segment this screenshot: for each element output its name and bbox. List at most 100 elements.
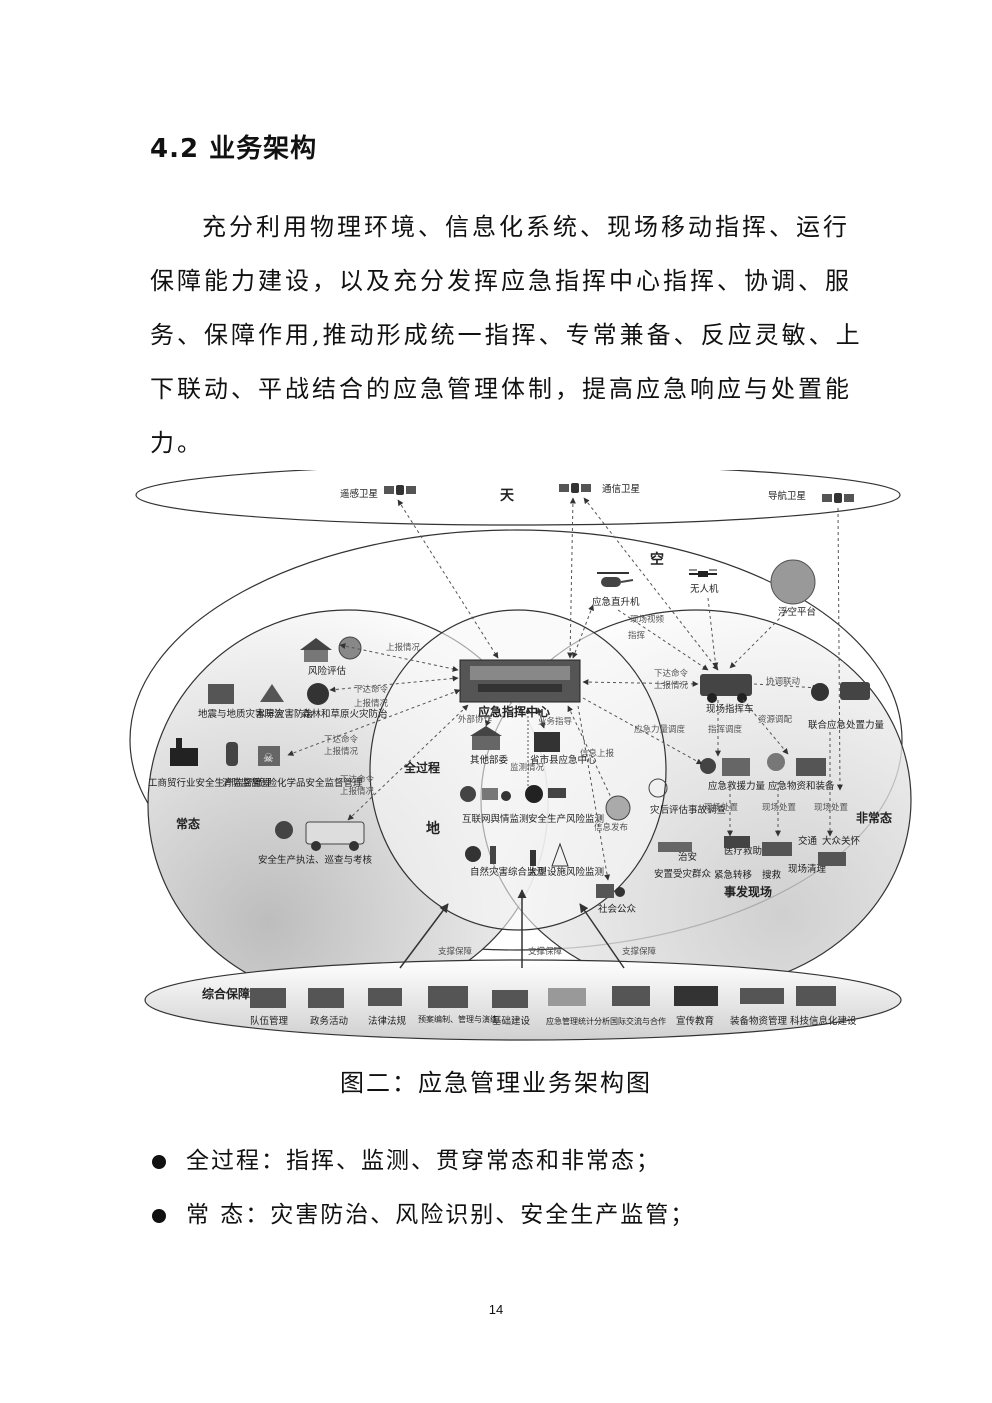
ground-item-label: 安全生产风险监测 (528, 813, 604, 825)
arrow-label: 下达命令 (324, 734, 359, 745)
normal-item-label: 风险评估 (308, 665, 347, 677)
air-item-label: 应急直升机 (592, 596, 640, 608)
bullet-item: 常 态：灾害防治、风险识别、安全生产监管； (152, 1195, 695, 1229)
post-disaster-assessment-icon (648, 778, 668, 798)
paragraph-line: 力。 (150, 429, 204, 457)
support-item-label: 装备物资管理 (730, 1015, 788, 1027)
ministry-icon (470, 726, 502, 750)
support-item-label: 宣传教育 (676, 1015, 714, 1027)
abnormal-item-label: 现场清理 (788, 863, 827, 875)
ground-item-label: 自然灾害综合监测 (470, 866, 546, 878)
air-ellipse (129, 529, 903, 951)
info-upload-icon (605, 795, 631, 821)
ground-item-label: 大型设施风险监测 (528, 866, 604, 878)
satellite-label: 通信卫星 (602, 483, 640, 495)
abnormal-item-label: 应急物资和装备 (768, 780, 835, 792)
ground-item-label: 社会公众 (598, 903, 637, 915)
abnormal-item-label: 安置受灾群众 (654, 868, 712, 880)
arrow-label: 下达命令 (654, 668, 689, 679)
arrow-label: 下达命令 (340, 774, 375, 785)
arrow-label: 监测情况 (510, 762, 545, 773)
normal-item-label: 消防监督 (222, 777, 260, 789)
hazard-chemical-icon: ☠ (258, 746, 280, 766)
abnormal-item-label: 搜救 (762, 869, 782, 881)
bullet-text: 常 态：灾害防治、风险识别、安全生产监管； (186, 1202, 696, 1228)
supplies-equipment-icon (767, 753, 826, 776)
page-number: 14 (488, 1302, 504, 1317)
flood-disaster-icon (260, 684, 284, 702)
geology-disaster-icon (208, 684, 234, 704)
zone-air-label: 空 (650, 551, 664, 568)
support-item-label: 政务活动 (310, 1015, 348, 1027)
large-facility-icon (530, 842, 569, 867)
inspection-vehicle-icon (275, 821, 365, 851)
architecture-diagram: 天 空 地 全过程 常态 非常态 综合保障 遥感卫星 通信卫星 导航卫星 应急直… (129, 470, 912, 1041)
support-arrow-label: 支撑保障 (622, 946, 657, 957)
internet-monitor-icon (460, 786, 511, 802)
normal-item-label: 危险化学品安全监督管理 (258, 777, 363, 789)
bullet-item: 全过程：指挥、监测、贯穿常态和非常态； (152, 1141, 661, 1175)
zone-abnormal-label: 非常态 (856, 810, 892, 825)
abnormal-item-label: 灾后评估事故调查 (650, 804, 727, 816)
ground-item-label: 省市县应急中心 (530, 754, 597, 766)
ground-item-label: 其他部委 (470, 754, 509, 766)
arrow-label: 信息发布 (594, 822, 628, 833)
zone-ground-label: 地 (426, 820, 440, 837)
bullet-dot-icon (152, 1155, 166, 1169)
abnormal-item-label: 现场指挥车 (706, 703, 754, 715)
paragraph-line: 充分利用物理环境、信息化系统、现场移动指挥、运行 (202, 213, 850, 241)
command-center-label: 应急指挥中心 (478, 704, 550, 719)
support-item-label: 法律法规 (368, 1015, 407, 1027)
provincial-center-icon (534, 732, 560, 752)
helicopter-icon (597, 572, 634, 587)
arrow-label: 上报情况 (354, 698, 389, 709)
incident-scene-label: 事发现场 (724, 884, 772, 899)
rescue-force-icon (700, 758, 750, 776)
arrow-label: 上报情况 (386, 642, 421, 653)
arrow-label: 协调联动 (766, 676, 801, 687)
arrow-label: 现场处置 (814, 802, 849, 813)
arrow-label: 业务指导 (538, 716, 573, 727)
zone-sky-label: 天 (500, 488, 515, 504)
normal-item-label: 安全生产执法、巡查与考核 (258, 854, 373, 866)
satellite-icon (384, 485, 416, 495)
arrow-label: 上报情况 (324, 746, 359, 757)
satellite-label: 遥感卫星 (340, 488, 378, 500)
abnormal-item-label: 应急救援力量 (708, 780, 766, 792)
figure-caption: 图二：应急管理业务架构图 (340, 1069, 652, 1097)
support-item-label: 队伍管理 (250, 1015, 289, 1027)
factory-icon (170, 738, 198, 766)
support-item-label: 预案编制、管理与演练 (418, 1014, 498, 1024)
support-item-icons (250, 986, 836, 1008)
support-item-label: 科技信息化建设 (790, 1015, 857, 1027)
support-item-label: 基础建设 (492, 1015, 531, 1027)
arrow-label: 现场处置 (762, 802, 797, 813)
support-item-label: 应急管理统计分析 (546, 1016, 610, 1026)
zone-normal-label: 常态 (176, 816, 200, 831)
safety-monitor-icon (525, 785, 566, 803)
arrow-label: 上报情况 (340, 786, 375, 797)
abnormal-item-label: 治安 (678, 851, 697, 863)
public-icon (596, 884, 625, 898)
arrow-label: 应急力量调度 (634, 724, 686, 735)
paragraph-line: 保障能力建设，以及充分发挥应急指挥中心指挥、协调、服 (150, 267, 852, 295)
zone-support-label: 综合保障 (202, 986, 250, 1001)
arrow-label: 下达命令 (354, 684, 389, 695)
satellite-label: 导航卫星 (768, 490, 806, 502)
bullet-dot-icon (152, 1209, 166, 1223)
aerostat-icon (770, 559, 816, 605)
arrow-label: 现场视频 (630, 614, 665, 625)
section-heading: 4.2 业务架构 (150, 134, 318, 164)
support-arrow-label: 支撑保障 (438, 946, 473, 957)
support-arrow-label: 支撑保障 (528, 946, 563, 957)
normal-item-label: 地震与地质灾害防治 (198, 708, 284, 720)
drone-icon (689, 569, 717, 577)
body-paragraph: 充分利用物理环境、信息化系统、现场移动指挥、运行 保障能力建设，以及充分发挥应急… (150, 200, 860, 470)
support-item-label: 国际交流与合作 (610, 1016, 666, 1026)
abnormal-item-label: 联合应急处置力量 (808, 719, 885, 731)
abnormal-item-label: 交通 (798, 835, 818, 847)
abnormal-item-label: 大众关怀 (822, 835, 861, 847)
satellite-icon (559, 483, 591, 493)
arrow-label: 外部协作 (458, 714, 493, 725)
arrow-label: 上报情况 (654, 680, 689, 691)
